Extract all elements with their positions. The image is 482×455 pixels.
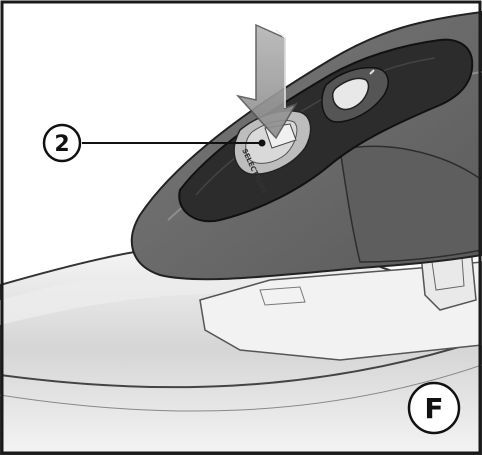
release-button-icon: SELECTIONS [233, 110, 312, 195]
slider-switch-icon [321, 66, 389, 123]
callout-line [82, 139, 266, 147]
step-number-text: 2 [54, 132, 69, 157]
down-arrow-icon [235, 23, 298, 140]
figure-letter-text: F [424, 392, 443, 425]
step-number-badge: 2 [42, 123, 82, 163]
figure-letter-badge: F [407, 381, 461, 435]
